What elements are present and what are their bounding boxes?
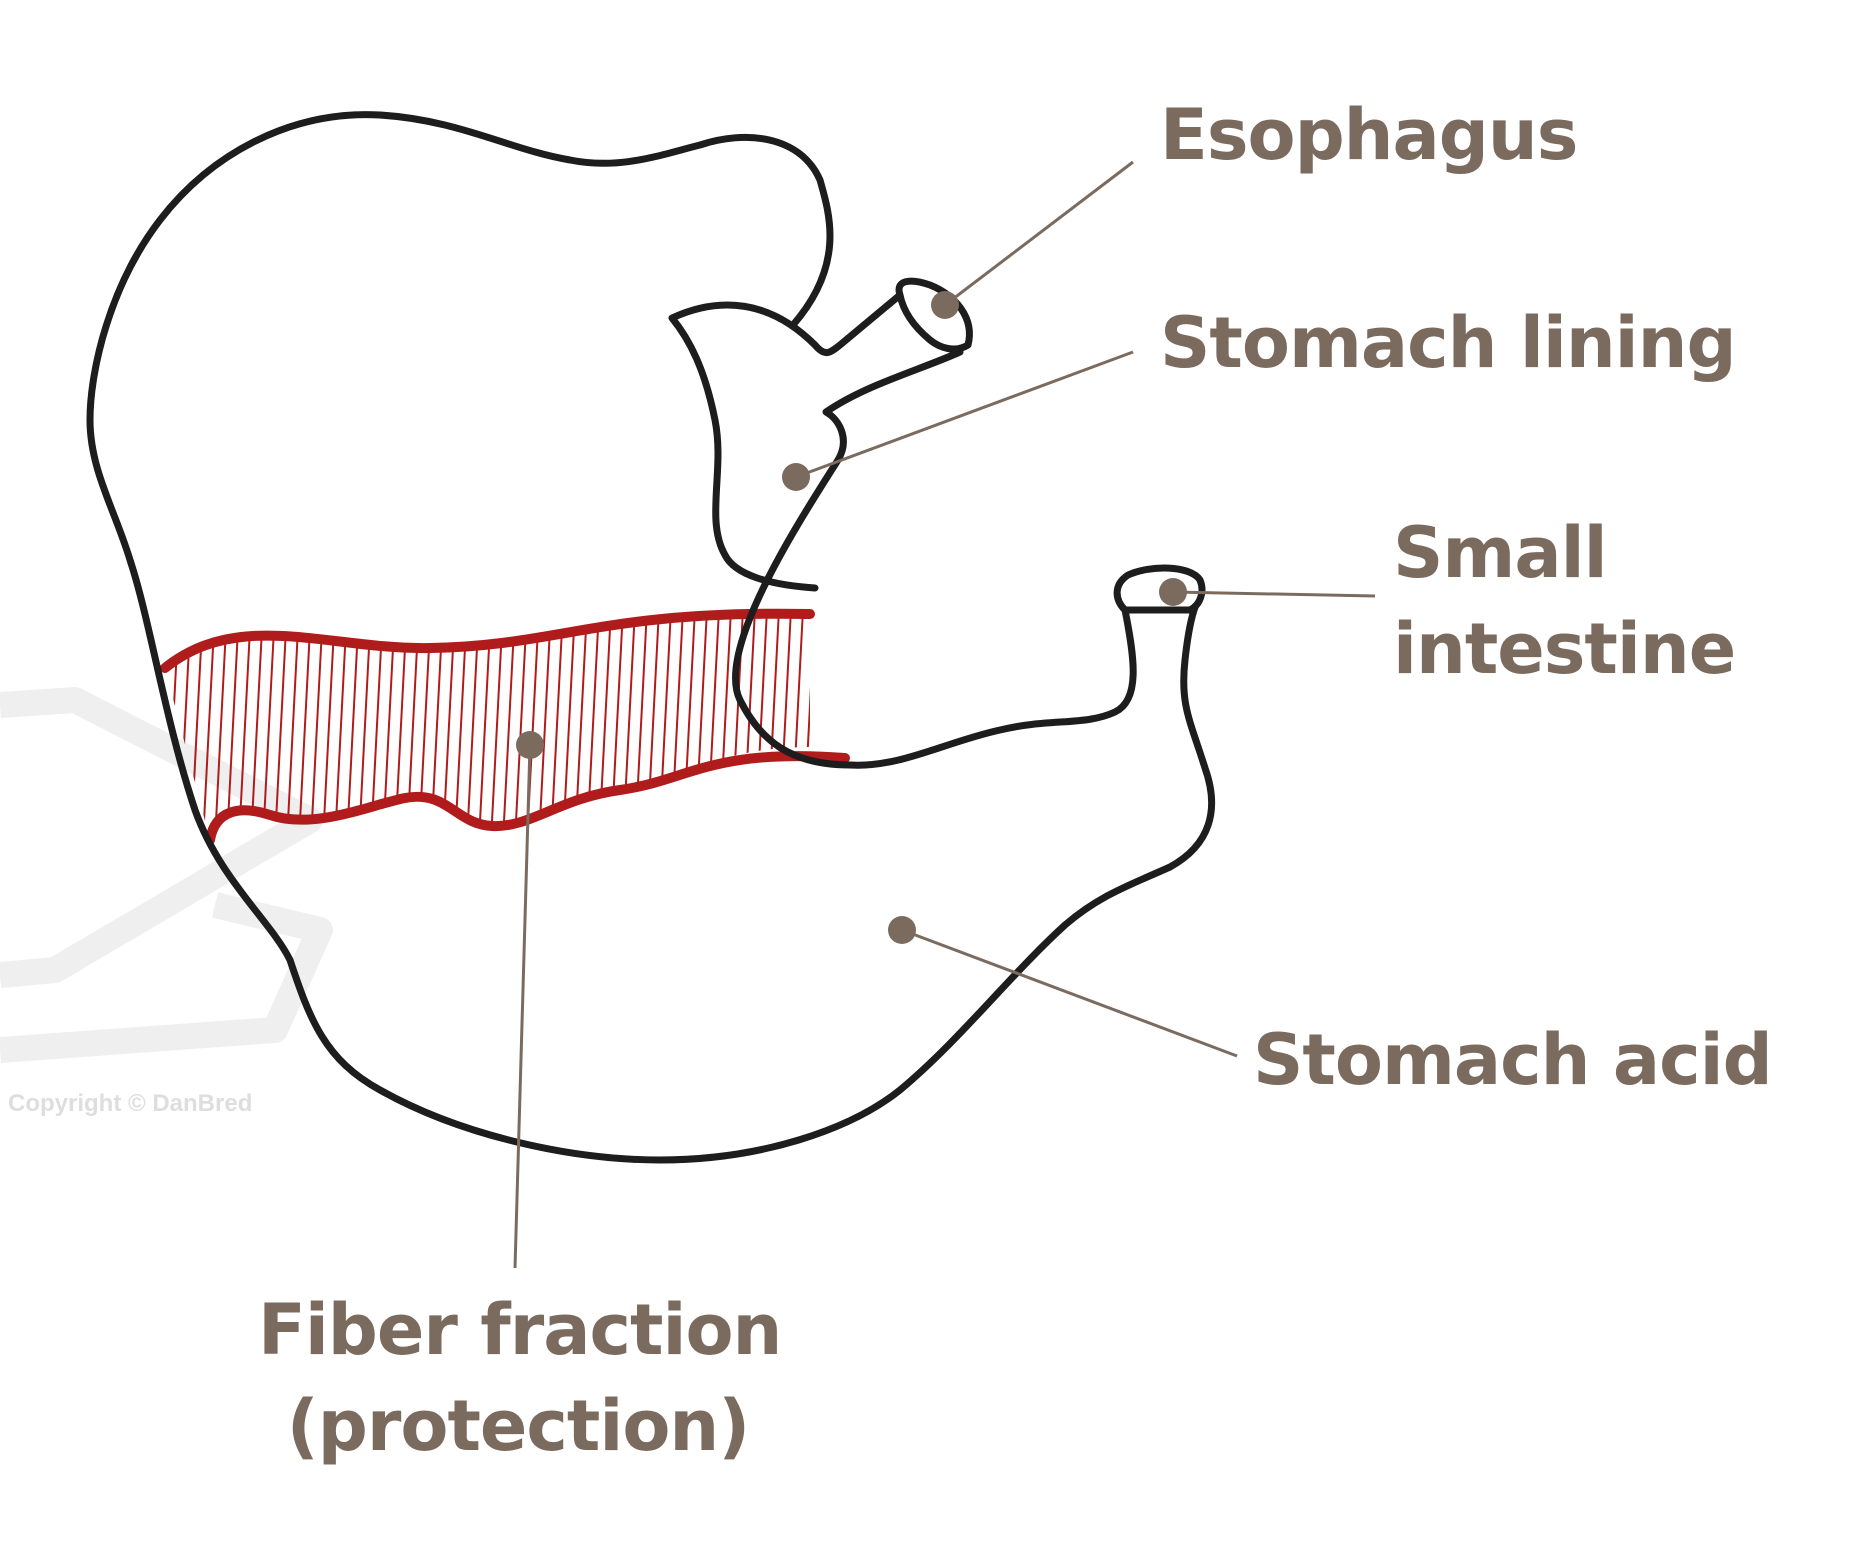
marker-dots: [516, 291, 1187, 944]
hatch-line: [777, 613, 793, 840]
hatch-line: [393, 613, 409, 840]
esophagus-opening: [895, 277, 973, 353]
marker-dot-small-intestine: [1159, 578, 1187, 606]
hatch-line: [669, 613, 685, 840]
hatch-line: [369, 613, 385, 840]
leader-lines: [513, 160, 1376, 1269]
hatch-line: [381, 613, 397, 840]
hatch-line: [357, 613, 373, 840]
hatch-line: [765, 613, 781, 840]
hatch-line: [441, 613, 457, 840]
hatch-line: [705, 613, 721, 840]
marker-dot-fiber-fraction: [516, 731, 544, 759]
hatch-line: [609, 613, 625, 840]
leader-line-stomach-lining: [795, 350, 1134, 479]
hatch-line: [225, 613, 241, 840]
hatch-line: [177, 613, 193, 840]
hatch-line: [645, 613, 661, 840]
leader-line-stomach-acid: [901, 928, 1238, 1058]
label-esophagus: Esophagus: [1160, 87, 1578, 183]
hatch-line: [657, 613, 673, 840]
hatch-line: [429, 613, 445, 840]
small-intestine-tube: [846, 606, 1137, 769]
label-small-intestine-line2: intestine: [1393, 608, 1736, 690]
leader-line-small-intestine: [1172, 590, 1376, 598]
fiber-layer-bottom-line: [205, 751, 850, 845]
marker-dot-stomach-acid: [888, 916, 916, 944]
hatch-line: [165, 613, 169, 840]
label-stomach-lining-text: Stomach lining: [1160, 302, 1737, 384]
hatch-line: [693, 613, 709, 840]
hatch-line: [681, 613, 697, 840]
hatch-line: [717, 613, 733, 840]
label-fiber-fraction-line2: (protection): [286, 1385, 751, 1467]
label-stomach-lining: Stomach lining: [1160, 295, 1737, 391]
hatch-line: [405, 613, 421, 840]
marker-dot-esophagus: [931, 291, 959, 319]
hatch-line: [345, 613, 361, 840]
hatch-line: [417, 613, 433, 840]
label-fiber-fraction: Fiber fraction (protection): [258, 1282, 782, 1474]
label-stomach-acid: Stomach acid: [1253, 1012, 1773, 1108]
hatch-line: [801, 613, 810, 840]
label-small-intestine: Small intestine: [1393, 505, 1736, 697]
label-small-intestine-line1: Small: [1393, 512, 1608, 594]
fiber-hatching: [165, 590, 828, 860]
hatch-line: [489, 613, 505, 840]
hatch-line: [621, 613, 637, 840]
hatch-line: [237, 613, 253, 840]
hatch-line: [789, 613, 805, 840]
hatch-line: [633, 613, 649, 840]
copyright-watermark: Copyright © DanBred: [8, 1090, 253, 1117]
stomach-lining-flap: [668, 291, 904, 592]
hatch-line: [814, 590, 828, 860]
marker-dot-stomach-lining: [782, 463, 810, 491]
leader-line-fiber-fraction: [513, 744, 532, 1269]
stomach-inner-curve: [731, 348, 964, 769]
fiber-layer-top-line: [160, 608, 815, 673]
label-fiber-fraction-line1: Fiber fraction: [258, 1289, 782, 1371]
leader-line-esophagus: [944, 160, 1134, 307]
label-stomach-acid-text: Stomach acid: [1253, 1019, 1773, 1101]
hatch-line: [249, 613, 265, 840]
label-esophagus-text: Esophagus: [1160, 94, 1578, 176]
watermark-arrow-shape: [0, 687, 333, 1063]
stomach-outline: [86, 111, 1215, 1164]
